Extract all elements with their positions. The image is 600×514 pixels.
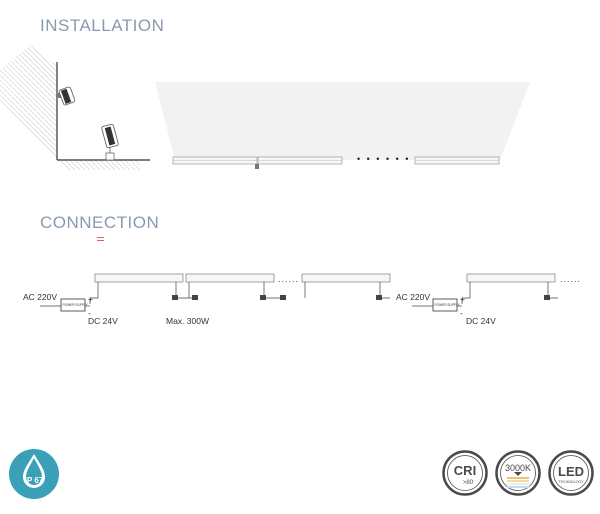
- cri-label: CRI: [454, 463, 476, 478]
- cri-value: >80: [463, 480, 474, 486]
- led-technology-badge: LED TECHNOLOGY: [548, 450, 594, 496]
- connection-accent-mark: [97, 237, 104, 238]
- cri-badge: CRI >80: [442, 450, 488, 496]
- left-minus-sign: -: [88, 308, 91, 318]
- fixture-connector: [255, 164, 259, 169]
- cct-3000k-badge: 3000K: [495, 450, 541, 496]
- connection-left: ...... POWER SUPPLY: [23, 273, 391, 326]
- installation-dots: • • • • • •: [357, 154, 410, 164]
- ip67-label: IP 67: [25, 476, 44, 485]
- right-dc-label: DC 24V: [466, 316, 496, 326]
- linear-fixture-2: [257, 156, 343, 165]
- left-dc-label: DC 24V: [88, 316, 118, 326]
- led-label: LED: [558, 464, 584, 479]
- floor-spotlight: [101, 123, 119, 161]
- linear-fixture-1: [172, 156, 258, 165]
- ip67-badge: IP 67: [9, 449, 59, 499]
- triangle-down-icon: [514, 472, 522, 476]
- linear-fixture-3: [414, 156, 500, 165]
- right-dots: ......: [560, 274, 581, 284]
- wall-spotlight: [57, 86, 76, 106]
- left-plus-sign: +: [88, 294, 93, 304]
- right-plus-sign: +: [460, 294, 465, 304]
- left-fixture-1: [94, 273, 184, 283]
- right-minus-sign: -: [460, 308, 463, 318]
- left-fixture-2: [185, 273, 275, 283]
- left-ac-label: AC 220V: [23, 292, 57, 302]
- left-max-label: Max. 300W: [166, 316, 209, 326]
- left-dots: ......: [278, 274, 299, 284]
- left-fixture-3: [301, 273, 391, 283]
- right-ac-label: AC 220V: [396, 292, 430, 302]
- led-sub-label: TECHNOLOGY: [558, 480, 584, 484]
- connection-accent-mark-2: [97, 240, 104, 241]
- light-beam: [155, 82, 530, 160]
- color-temperature-scale-icon: [507, 477, 529, 488]
- cct-label: 3000K: [505, 463, 531, 473]
- left-power-supply: [60, 298, 86, 312]
- installation-heading: INSTALLATION: [40, 16, 165, 35]
- right-power-supply: [432, 298, 458, 312]
- connection-right: ...... POWER SUPPLY + - AC 220V DC 24V: [396, 273, 581, 326]
- connection-diagram: ...... POWER SUPPLY: [23, 273, 581, 326]
- right-power-supply-label: POWER SUPPLY: [435, 303, 461, 307]
- connection-heading: CONNECTION: [40, 213, 160, 232]
- installation-illustration: • • • • • •: [0, 45, 530, 170]
- left-power-supply-label: POWER SUPPLY: [63, 303, 89, 307]
- right-fixture-1: [466, 273, 556, 283]
